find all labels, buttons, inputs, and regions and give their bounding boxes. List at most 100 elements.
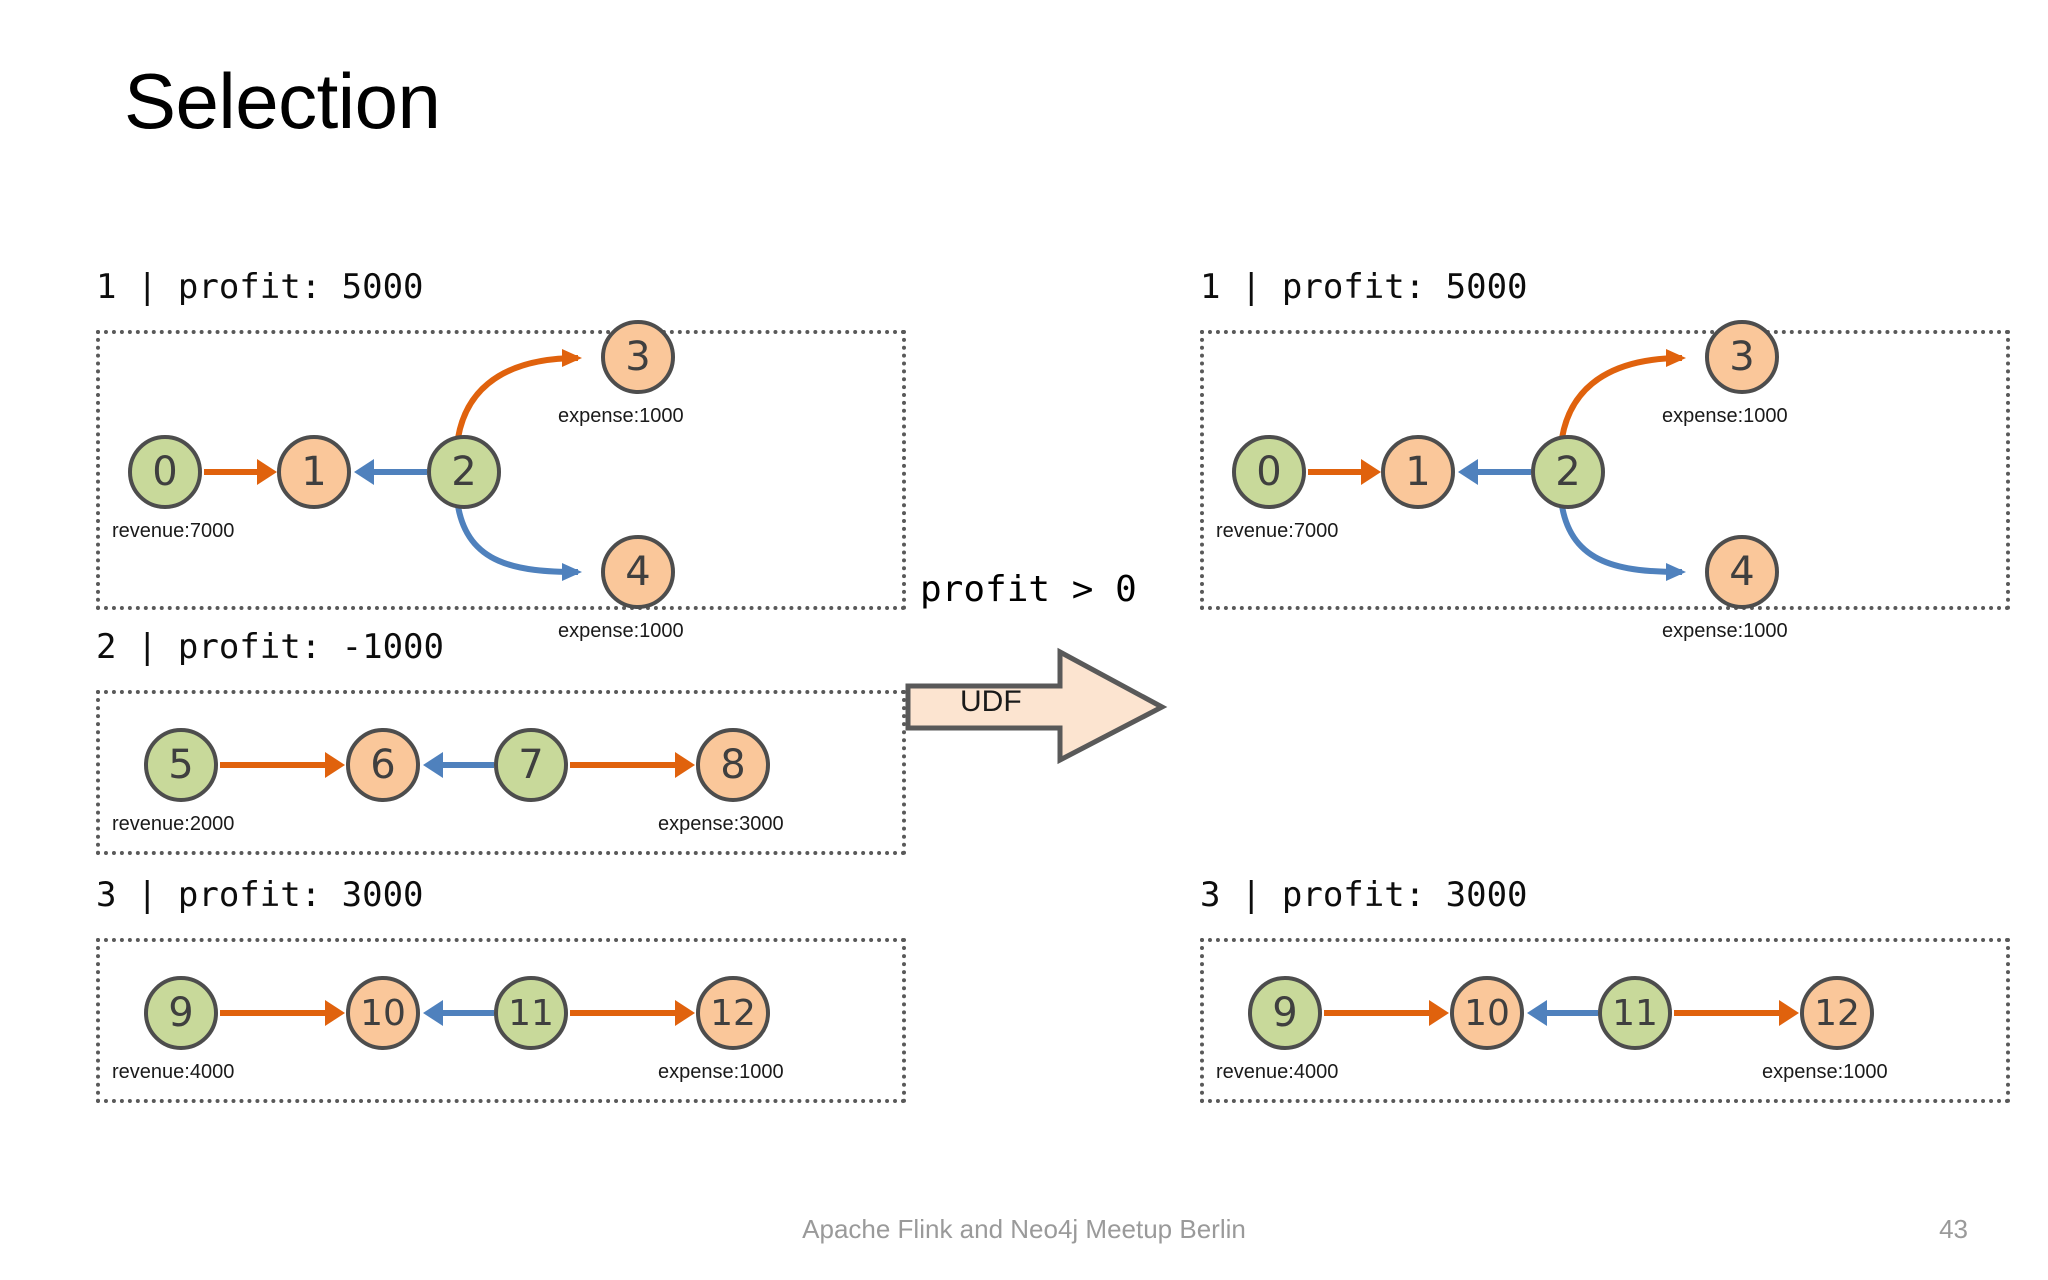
arrowhead-icon <box>354 459 374 485</box>
arrowhead-icon <box>325 1000 345 1026</box>
graph-edge-11-12 <box>570 1000 695 1026</box>
footer-text: Apache Flink and Neo4j Meetup Berlin <box>802 1214 1246 1244</box>
graph-node-9[interactable]: 9 <box>1248 976 1322 1050</box>
graph-node-3[interactable]: 3 <box>601 320 675 394</box>
graph-edge-9-10 <box>1324 1000 1449 1026</box>
node-property-expense: expense:1000 <box>1662 405 1788 427</box>
node-label: 8 <box>720 742 746 788</box>
node-label: 1 <box>301 449 327 495</box>
graph-edge-0-1 <box>1308 459 1381 485</box>
graph-edge-5-6 <box>220 752 345 778</box>
arrowhead-icon <box>1429 1000 1449 1026</box>
graph-node-2[interactable]: 2 <box>1531 435 1605 509</box>
graph-node-7[interactable]: 7 <box>494 728 568 802</box>
page-title: Selection <box>124 57 441 145</box>
graph-node-0[interactable]: 0 <box>1232 435 1306 509</box>
udf-arrow-icon <box>905 647 1168 765</box>
graph-edge-11-12 <box>1674 1000 1799 1026</box>
node-label: 11 <box>1612 992 1658 1034</box>
graph-edge-11-10 <box>1527 1000 1598 1026</box>
udf-transform: profit > 0 UDF <box>900 560 1230 765</box>
graph-node-11[interactable]: 11 <box>494 976 568 1050</box>
group-label: 2 | profit: -1000 <box>96 627 444 667</box>
graph-node-10[interactable]: 10 <box>1450 976 1524 1050</box>
graph-node-0[interactable]: 0 <box>128 435 202 509</box>
group-label: 1 | profit: 5000 <box>1200 267 1528 307</box>
graph-node-1[interactable]: 1 <box>1381 435 1455 509</box>
node-property-expense: expense:1000 <box>658 1061 784 1083</box>
node-label: 4 <box>625 549 651 595</box>
graph-node-4[interactable]: 4 <box>601 535 675 609</box>
graph-edge-0-1 <box>204 459 277 485</box>
graph-node-1[interactable]: 1 <box>277 435 351 509</box>
node-label: 12 <box>710 992 756 1034</box>
arrowhead-icon <box>1779 1000 1799 1026</box>
graph-edge-7-6 <box>423 752 494 778</box>
node-label: 0 <box>1256 449 1282 495</box>
node-label: 0 <box>152 449 178 495</box>
udf-condition-label: profit > 0 <box>920 569 1137 610</box>
graph-node-8[interactable]: 8 <box>696 728 770 802</box>
arrowhead-icon <box>675 1000 695 1026</box>
graph-node-12[interactable]: 12 <box>696 976 770 1050</box>
arrowhead-icon <box>423 752 443 778</box>
node-property-expense: expense:1000 <box>558 405 684 427</box>
graph-edge-2-4 <box>1559 505 1686 581</box>
graph-node-9[interactable]: 9 <box>144 976 218 1050</box>
node-label: 1 <box>1405 449 1431 495</box>
node-label: 11 <box>508 992 554 1034</box>
graph-node-10[interactable]: 10 <box>346 976 420 1050</box>
node-property-revenue: revenue:7000 <box>112 520 235 542</box>
group-panel <box>1200 330 2010 610</box>
node-property-expense: expense:1000 <box>558 620 684 642</box>
graph-node-12[interactable]: 12 <box>1800 976 1874 1050</box>
graph-node-2[interactable]: 2 <box>427 435 501 509</box>
group-panel <box>96 690 906 855</box>
node-label: 5 <box>168 742 194 788</box>
group-panel <box>1200 938 2010 1103</box>
graph-edge-11-10 <box>423 1000 494 1026</box>
udf-label: UDF <box>960 685 1022 718</box>
node-property-expense: expense:3000 <box>658 813 784 835</box>
node-label: 12 <box>1814 992 1860 1034</box>
graph-node-3[interactable]: 3 <box>1705 320 1779 394</box>
group-label: 3 | profit: 3000 <box>96 875 424 915</box>
graph-edge-7-8 <box>570 752 695 778</box>
graph-edge-2-3 <box>1559 349 1686 439</box>
arrowhead-icon <box>1527 1000 1547 1026</box>
node-label: 4 <box>1729 549 1755 595</box>
node-label: 7 <box>518 742 544 788</box>
node-property-revenue: revenue:7000 <box>1216 520 1339 542</box>
graph-node-4[interactable]: 4 <box>1705 535 1779 609</box>
group-panel <box>96 330 906 610</box>
graph-edge-2-1 <box>1458 459 1531 485</box>
node-label: 10 <box>1464 992 1510 1034</box>
arrowhead-icon <box>1361 459 1381 485</box>
graph-node-6[interactable]: 6 <box>346 728 420 802</box>
node-label: 9 <box>168 990 194 1036</box>
node-property-revenue: revenue:4000 <box>1216 1061 1339 1083</box>
node-label: 9 <box>1272 990 1298 1036</box>
graph-edge-2-1 <box>354 459 427 485</box>
node-label: 10 <box>360 992 406 1034</box>
graph-node-5[interactable]: 5 <box>144 728 218 802</box>
page-number: 43 <box>1939 1214 1968 1244</box>
arrowhead-icon <box>325 752 345 778</box>
node-label: 2 <box>1555 449 1581 495</box>
arrowhead-icon <box>423 1000 443 1026</box>
group-label: 3 | profit: 3000 <box>1200 875 1528 915</box>
group-label: 1 | profit: 5000 <box>96 267 424 307</box>
node-property-expense: expense:1000 <box>1762 1061 1888 1083</box>
node-property-revenue: revenue:4000 <box>112 1061 235 1083</box>
arrowhead-icon <box>1458 459 1478 485</box>
arrowhead-icon <box>257 459 277 485</box>
node-label: 3 <box>625 334 651 380</box>
node-property-expense: expense:1000 <box>1662 620 1788 642</box>
node-label: 3 <box>1729 334 1755 380</box>
arrowhead-icon <box>675 752 695 778</box>
graph-edge-9-10 <box>220 1000 345 1026</box>
graph-node-11[interactable]: 11 <box>1598 976 1672 1050</box>
node-label: 6 <box>370 742 396 788</box>
group-panel <box>96 938 906 1103</box>
